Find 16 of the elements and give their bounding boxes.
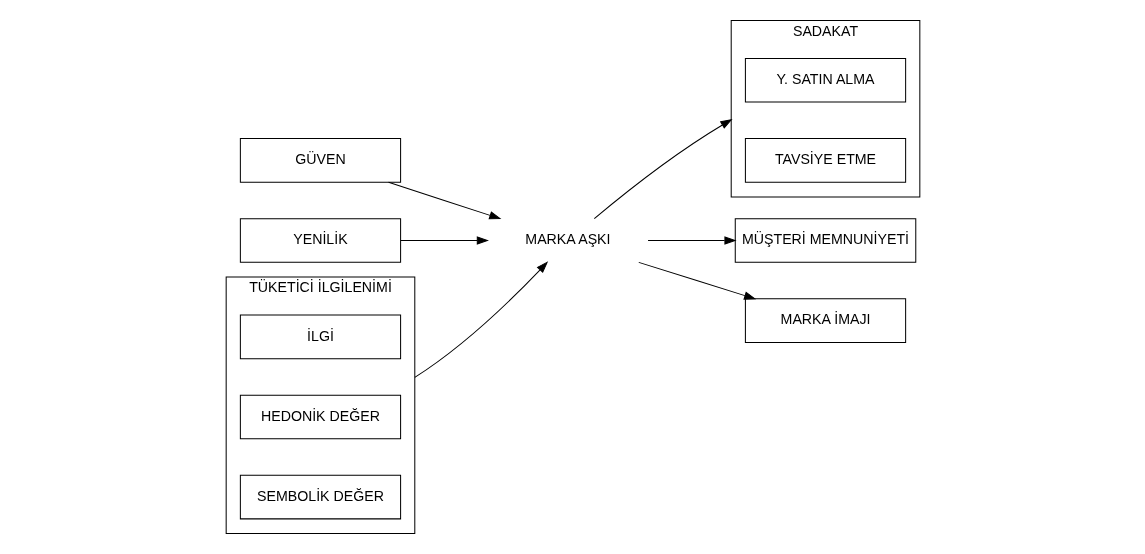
node-box: GÜVEN xyxy=(239,138,401,183)
node-box: MARKA İMAJI xyxy=(744,298,906,343)
arrow xyxy=(593,119,732,220)
node-box: SEMBOLİK DEĞER xyxy=(239,474,401,520)
node-text: MARKA AŞKI xyxy=(524,231,611,248)
node-box: Y. SATIN ALMA xyxy=(744,57,906,103)
node-box: HEDONİK DEĞER xyxy=(239,394,401,440)
arrow xyxy=(647,236,737,245)
node-box: YENİLİK xyxy=(239,218,401,263)
node-box: TAVSİYE ETME xyxy=(744,138,906,183)
node-box: İLGİ xyxy=(239,314,401,360)
node-box: MÜŞTERİ MEMNUNİYETİ xyxy=(734,218,916,263)
arrow xyxy=(387,181,501,220)
arrow xyxy=(413,261,548,378)
arrow xyxy=(637,261,756,300)
arrow xyxy=(399,236,489,245)
